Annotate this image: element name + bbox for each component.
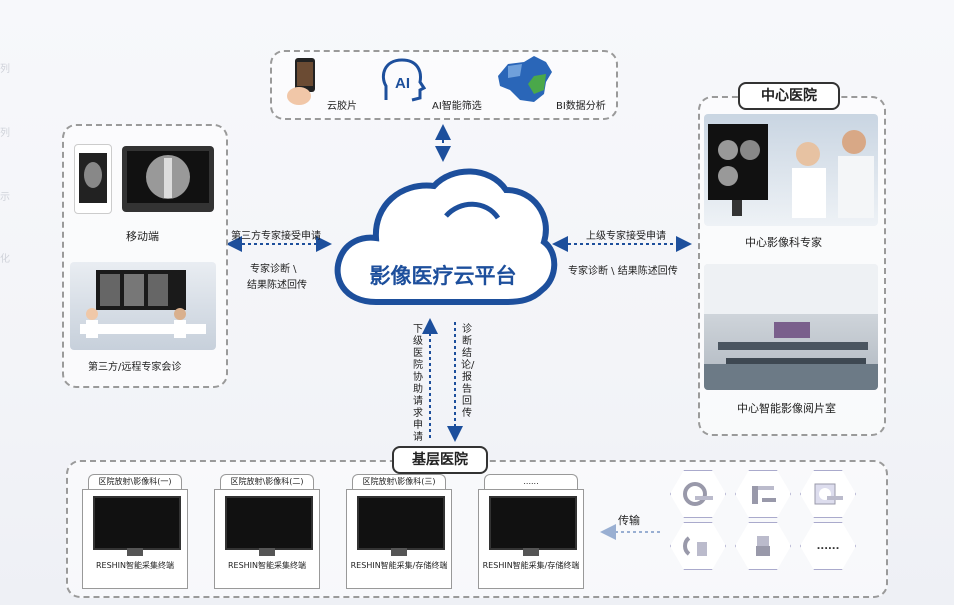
terminal-tab: 区院放射\影像科(三) xyxy=(352,474,446,489)
cloud-platform-title: 影像医疗云平台 xyxy=(369,264,517,288)
ghost-text: 列 xyxy=(0,64,10,75)
cloud-film-label: 云胶片 xyxy=(327,101,357,112)
terminal-caption: RESHIN智能采集终端 xyxy=(95,561,175,570)
reading-room-image xyxy=(704,264,878,390)
terminal-3: 区院放射\影像科(三) RESHIN智能采集/存储终端 xyxy=(346,474,452,589)
mobile-label: 移动端 xyxy=(126,230,159,243)
china-map-icon xyxy=(494,54,556,106)
monitor-screen xyxy=(93,496,181,550)
ai-head-icon: AI xyxy=(378,56,427,104)
terminal-tab: 区院放射\影像科(二) xyxy=(220,474,314,489)
mobile-phone-image xyxy=(74,144,112,214)
monitor-screen xyxy=(489,496,577,550)
terminal-2: 区院放射\影像科(二) RESHIN智能采集终端 xyxy=(214,474,320,589)
ghost-text: 化 xyxy=(0,254,10,265)
grassroots-hospital-title: 基层医院 xyxy=(392,446,488,474)
right-arrow-top-label: 上级专家接受申请 xyxy=(586,231,666,242)
top-services-box xyxy=(270,50,618,120)
right-arrow-bottom-label: 专家诊断 \ 结果陈述回传 xyxy=(568,266,678,277)
consultation-image xyxy=(70,262,216,350)
svg-text:AI: AI xyxy=(395,75,410,92)
request-vertical-label: 下级医院协助请求申请 xyxy=(413,324,423,443)
terminal-caption: RESHIN智能采集/存储终端 xyxy=(482,561,580,570)
ghost-text: 列 xyxy=(0,128,10,139)
terminal-tab: ...... xyxy=(484,474,578,489)
transmit-label: 传输 xyxy=(618,514,640,527)
left-arrow-bottom-label-1: 专家诊断 \ xyxy=(250,264,297,275)
terminal-4: ...... RESHIN智能采集/存储终端 xyxy=(478,474,584,589)
ghost-text: 示 xyxy=(0,192,10,203)
reading-room-label: 中心智能影像阅片室 xyxy=(737,402,836,415)
consult-label: 第三方/远程专家会诊 xyxy=(88,362,182,373)
expert-image xyxy=(704,114,878,226)
terminal-caption: RESHIN智能采集终端 xyxy=(227,561,307,570)
left-arrow-top-label: 第三方专家接受申请 xyxy=(231,231,321,242)
cloud-platform-shape xyxy=(334,168,558,305)
terminal-1: 区院放射\影像科(一) RESHIN智能采集终端 xyxy=(82,474,188,589)
report-vertical-label: 诊断结论/报告回传 xyxy=(461,324,475,419)
bi-analysis-label: BI数据分析 xyxy=(556,101,606,112)
left-arrow-bottom-label-2: 结果陈述回传 xyxy=(247,280,307,291)
monitor-screen xyxy=(357,496,445,550)
ai-screening-label: AI智能筛选 xyxy=(432,101,482,112)
terminal-tab: 区院放射\影像科(一) xyxy=(88,474,182,489)
expert-label: 中心影像科专家 xyxy=(745,236,822,249)
terminal-caption: RESHIN智能采集/存储终端 xyxy=(350,561,448,570)
phone-film-icon xyxy=(285,56,321,108)
monitor-screen xyxy=(225,496,313,550)
tablet-xray-image xyxy=(122,146,214,212)
central-hospital-title: 中心医院 xyxy=(738,82,840,110)
